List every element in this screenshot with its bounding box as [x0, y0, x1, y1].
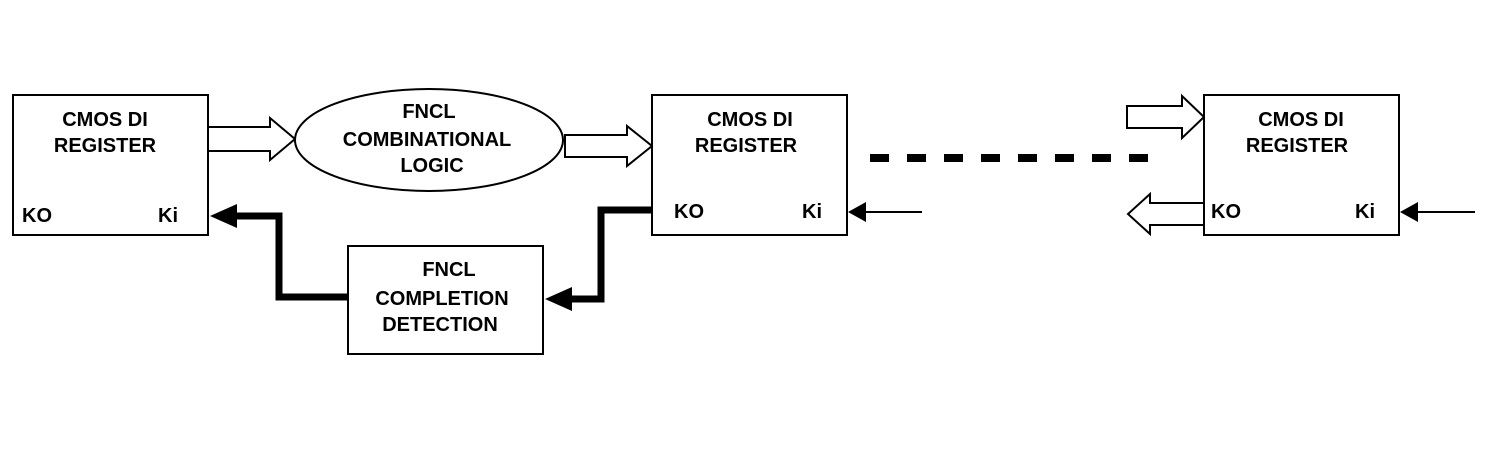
ack-path-completion-to-reg1: [210, 204, 348, 301]
combinational-logic-ellipse: [294, 88, 564, 192]
register-2-box: [651, 94, 848, 236]
register-3-box: [1203, 94, 1400, 236]
completion-label-line3: DETECTION: [382, 314, 498, 336]
register-3: CMOS DI REGISTER KO Ki: [1203, 94, 1400, 236]
data-arrow-logic-to-reg2: [564, 123, 654, 169]
ki-input-arrow-reg3: [1400, 202, 1475, 222]
combinational-logic: FNCL COMBINATIONAL LOGIC: [294, 88, 564, 192]
register-2-ki-label: Ki: [802, 201, 822, 223]
completion-label-line2: COMPLETION: [375, 288, 508, 310]
register-3-ki-label: Ki: [1355, 201, 1375, 223]
ki-input-arrow-reg2: [848, 202, 922, 222]
register-1-ko-label: KO: [22, 205, 52, 227]
register-2-title-line1: CMOS DI: [707, 109, 793, 131]
register-1-title-line2: REGISTER: [54, 135, 157, 157]
register-1-box: [12, 94, 209, 236]
register-3-title-line2: REGISTER: [1246, 135, 1349, 157]
completion-label-line1: FNCL: [422, 259, 475, 281]
logic-label-line3: LOGIC: [400, 155, 463, 177]
register-3-ko-label: KO: [1211, 201, 1241, 223]
register-1-title-line1: CMOS DI: [62, 109, 148, 131]
register-1: CMOS DI REGISTER KO Ki: [12, 94, 209, 236]
register-3-title-line1: CMOS DI: [1258, 109, 1344, 131]
logic-label-line2: COMBINATIONAL: [343, 129, 512, 151]
ko-output-arrow-reg3: [1126, 191, 1205, 237]
completion-detection: FNCL COMPLETION DETECTION: [347, 245, 544, 355]
register-2-ko-label: KO: [674, 201, 704, 223]
register-2-title-line2: REGISTER: [695, 135, 798, 157]
data-arrow-reg1-to-logic: [207, 115, 297, 163]
register-2: CMOS DI REGISTER KO Ki: [651, 94, 848, 236]
logic-label-line1: FNCL: [402, 101, 455, 123]
ack-path-reg2-to-completion: [545, 206, 652, 311]
register-1-ki-label: Ki: [158, 205, 178, 227]
data-arrow-into-reg3: [1126, 93, 1206, 141]
